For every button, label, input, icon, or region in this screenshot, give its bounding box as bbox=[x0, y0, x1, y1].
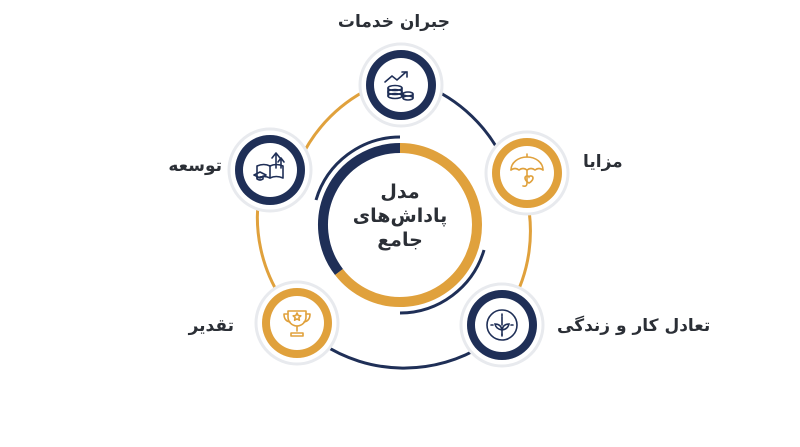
label-benefits: مزایا bbox=[583, 152, 623, 172]
label-development: توسعه bbox=[168, 156, 222, 176]
center-hub bbox=[314, 135, 486, 315]
clock-plant-icon bbox=[486, 309, 518, 341]
node-worklife bbox=[459, 282, 545, 368]
ring-arc-bottom bbox=[320, 341, 485, 370]
node-recognition bbox=[254, 280, 340, 366]
center-line-1: مدل bbox=[380, 181, 420, 203]
node-compensation bbox=[358, 42, 444, 128]
label-compensation: جبران خدمات bbox=[337, 12, 450, 32]
center-line-2: پاداش‌های bbox=[352, 205, 448, 227]
label-recognition: تقدیر bbox=[188, 316, 234, 336]
node-development bbox=[227, 127, 313, 213]
label-worklife: تعادل کار و زندگی bbox=[557, 316, 711, 336]
node-benefits bbox=[484, 130, 570, 216]
center-title: مدل پاداش‌های جامع bbox=[330, 180, 470, 252]
book-growth-icon bbox=[253, 152, 285, 181]
trophy-icon bbox=[283, 310, 311, 337]
center-line-3: جامع bbox=[377, 229, 423, 251]
umbrella-heart-icon bbox=[510, 153, 544, 187]
money-growth-icon bbox=[384, 71, 414, 101]
